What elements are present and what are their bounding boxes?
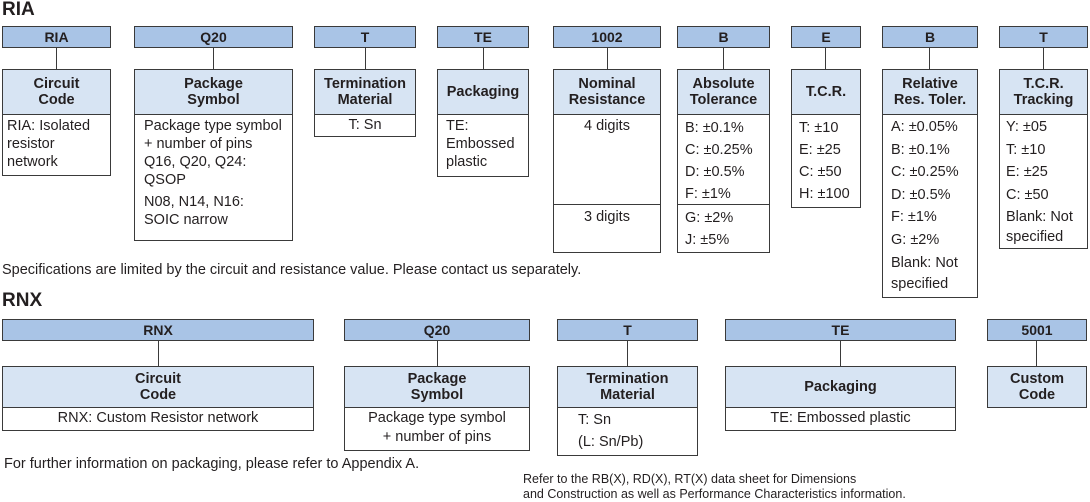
ria-header-tcr-tracking: T.C.R.Tracking (999, 69, 1088, 115)
ria-body-circuit-code: RIA: Isolated resistor network (2, 115, 111, 176)
ria-connector (213, 48, 214, 69)
ria-code-rel-tolerance: B (882, 26, 978, 48)
rnx-header-packaging: Packaging (725, 366, 956, 408)
ria-connector (483, 48, 484, 69)
rnx-connector (627, 341, 628, 366)
rnx-connector (1036, 341, 1037, 366)
ria-code-package: Q20 (134, 26, 293, 48)
ria-section-title: RIA (2, 0, 35, 20)
ria-code-resistance: 1002 (553, 26, 661, 48)
ria-body-tcr-tracking: Y: ±05 T: ±10 E: ±25 C: ±50 Blank: Not s… (999, 115, 1088, 249)
ria-connector (1043, 48, 1044, 69)
ria-connector (56, 48, 57, 69)
ria-connector (929, 48, 930, 69)
ria-body-packaging: TE: Embossed plastic (437, 115, 529, 177)
rnx-body-circuit-code: RNX: Custom Resistor network (2, 408, 314, 431)
ria-code-abs-tolerance: B (677, 26, 770, 48)
rnx-body-termination-material: T: Sn (L: Sn/Pb) (557, 408, 698, 456)
ria-connector (365, 48, 366, 69)
ria-body-absolute-tolerance: B: ±0.1% C: ±0.25% D: ±0.5% F: ±1% G: ±2… (677, 115, 770, 253)
rnx-body-package-symbol: Package type symbol + number of pins (344, 408, 530, 451)
rnx-note-packaging: For further information on packaging, pl… (4, 456, 420, 472)
rnx-connector (840, 341, 841, 366)
rnx-connector (437, 341, 438, 366)
ria-body-termination-material: T: Sn (314, 115, 416, 137)
ria-code-tcr: E (791, 26, 861, 48)
ria-code-termination: T (314, 26, 416, 48)
rnx-body-packaging: TE: Embossed plastic (725, 408, 956, 431)
ria-code-circuit: RIA (2, 26, 111, 48)
rnx-connector (158, 341, 159, 366)
rnx-code-termination: T (557, 319, 698, 341)
ria-code-packaging: TE (437, 26, 529, 48)
ria-body-package-symbol: Package type symbol + number of pins Q16… (134, 115, 293, 241)
ria-code-tcr-tracking: T (999, 26, 1088, 48)
ria-connector (607, 48, 608, 69)
rnx-section-title: RNX (2, 290, 43, 311)
rnx-code-package: Q20 (344, 319, 530, 341)
ria-body-relative-tolerance: A: ±0.05% B: ±0.1% C: ±0.25% D: ±0.5% F:… (882, 115, 978, 298)
ria-connector (723, 48, 724, 69)
ria-connector (825, 48, 826, 69)
rnx-code-custom: 5001 (987, 319, 1087, 341)
ria-body-tcr: T: ±10 E: ±25 C: ±50 H: ±100 (791, 115, 861, 208)
ria-body-nominal-resistance: 4 digits 3 digits (553, 115, 661, 253)
rnx-note-datasheet: Refer to the RB(X), RD(X), RT(X) data sh… (523, 472, 906, 501)
ria-header-packaging: Packaging (437, 69, 529, 115)
rnx-code-circuit: RNX (2, 319, 314, 341)
ria-header-tcr: T.C.R. (791, 69, 861, 115)
ria-note: Specifications are limited by the circui… (2, 262, 582, 278)
rnx-code-packaging: TE (725, 319, 956, 341)
